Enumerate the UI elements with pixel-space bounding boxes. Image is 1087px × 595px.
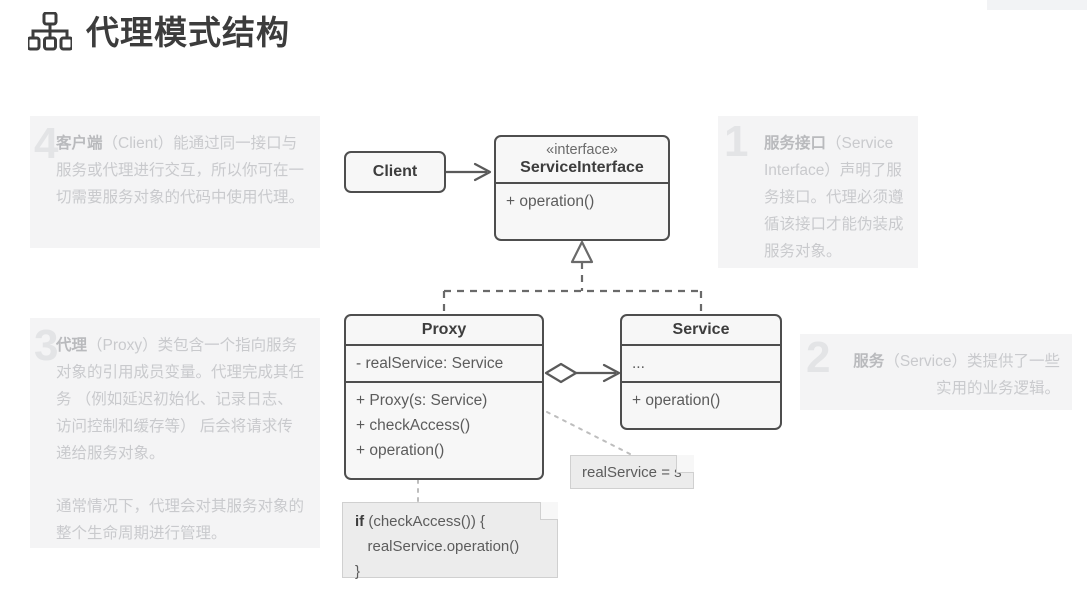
annotation-body-proxy: （Proxy）类包含一个指向服务对象的引用成员变量。代理完成其任务 （例如延迟初…: [56, 337, 305, 462]
annotation-lead-client: 客户端: [56, 135, 103, 152]
annotation-number-2: 2: [806, 333, 831, 382]
note-code-body: if (checkAccess()) { realService.operati…: [342, 502, 558, 580]
class-operations-proxy: + Proxy(s: Service) + checkAccess() + op…: [346, 381, 542, 468]
class-attribute: - realService: Service: [356, 355, 504, 372]
class-title-service: Service: [672, 321, 730, 338]
note-code-line1-rest: (checkAccess()) {: [364, 513, 486, 530]
class-stereotype-service-interface: «interface»: [546, 142, 618, 158]
annotation-body2-proxy: 通常情况下，代理会对其服务对象的整个生命周期进行管理。: [56, 498, 305, 542]
annotation-body-service: （Service）类提供了一些实用的业务逻辑。: [884, 353, 1060, 397]
class-operations-service: + operation(): [622, 381, 780, 418]
class-attributes-service: ...: [622, 344, 780, 381]
class-title-service-interface: ServiceInterface: [520, 159, 644, 176]
annotation-text-service: 服务（Service）类提供了一些实用的业务逻辑。: [800, 334, 1072, 414]
annotation-text-service-interface: 服务接口（Service Interface）声明了服务接口。代理必须遵循该接口…: [718, 116, 918, 277]
annotation-panel-client: 4 客户端（Client）能通过同一接口与服务或代理进行交互，所以你可在一切需要…: [30, 116, 320, 248]
class-operations-service-interface: + operation(): [496, 182, 668, 219]
annotation-text-proxy: 代理（Proxy）类包含一个指向服务对象的引用成员变量。代理完成其任务 （例如延…: [30, 318, 320, 559]
class-operation: + Proxy(s: Service): [356, 392, 488, 409]
note-assignment-text: realService = s: [582, 464, 682, 481]
connector-realization-triangle: [442, 240, 703, 314]
class-box-client[interactable]: Client: [344, 151, 446, 193]
connector-client-to-interface: [446, 162, 492, 182]
top-edge-band: [987, 0, 1087, 10]
class-title-client: Client: [372, 163, 418, 180]
annotation-lead-service-interface: 服务接口: [764, 135, 827, 152]
class-attributes-proxy: - realService: Service: [346, 344, 542, 381]
annotation-number-1: 1: [724, 117, 749, 166]
class-operation: + checkAccess(): [356, 417, 471, 434]
note-assignment: realService = s: [570, 455, 694, 489]
class-header-proxy: Proxy: [346, 316, 542, 344]
annotation-text-client: 客户端（Client）能通过同一接口与服务或代理进行交互，所以你可在一切需要服务…: [30, 116, 320, 223]
annotation-number-4: 4: [34, 119, 59, 168]
class-header-service: Service: [622, 316, 780, 344]
annotation-lead-proxy: 代理: [56, 337, 88, 354]
note-assignment-body: realService = s: [570, 455, 694, 489]
sitemap-icon: [28, 12, 72, 51]
class-operation: + operation(): [632, 392, 721, 409]
annotation-panel-service-interface: 1 服务接口（Service Interface）声明了服务接口。代理必须遵循该…: [718, 116, 918, 268]
note-code-line-3: }: [355, 563, 361, 580]
annotation-body-service-interface: （Service Interface）声明了服务接口。代理必须遵循该接口才能伪装…: [764, 135, 904, 260]
class-operation: + operation(): [506, 193, 595, 210]
annotation-lead-service: 服务: [853, 353, 885, 370]
note-fold-corner-icon: [540, 502, 558, 520]
note-code: if (checkAccess()) { realService.operati…: [342, 502, 558, 580]
page-title: 代理模式结构: [86, 13, 290, 51]
note-code-line-2: realService.operation(): [355, 538, 520, 555]
annotation-number-3: 3: [34, 321, 59, 370]
note-code-keyword: if: [355, 513, 365, 530]
page-header: 代理模式结构: [28, 12, 290, 52]
class-box-service[interactable]: Service ... + operation(): [620, 314, 782, 430]
class-header-service-interface: «interface» ServiceInterface: [496, 137, 668, 182]
annotation-panel-proxy: 3 代理（Proxy）类包含一个指向服务对象的引用成员变量。代理完成其任务 （例…: [30, 318, 320, 548]
class-operation: + operation(): [356, 442, 445, 459]
note-code-line-1: if (checkAccess()) {: [355, 509, 545, 534]
note-fold-corner-icon: [676, 455, 694, 473]
class-box-service-interface[interactable]: «interface» ServiceInterface + operation…: [494, 135, 670, 241]
annotation-body-client: （Client）能通过同一接口与服务或代理进行交互，所以你可在一切需要服务对象的…: [56, 135, 305, 206]
class-title-proxy: Proxy: [421, 321, 467, 338]
annotation-panel-service: 2 服务（Service）类提供了一些实用的业务逻辑。: [800, 334, 1072, 410]
class-box-proxy[interactable]: Proxy - realService: Service + Proxy(s: …: [344, 314, 544, 480]
class-attribute: ...: [632, 355, 645, 372]
connector-proxy-aggregates-service: [544, 362, 621, 384]
